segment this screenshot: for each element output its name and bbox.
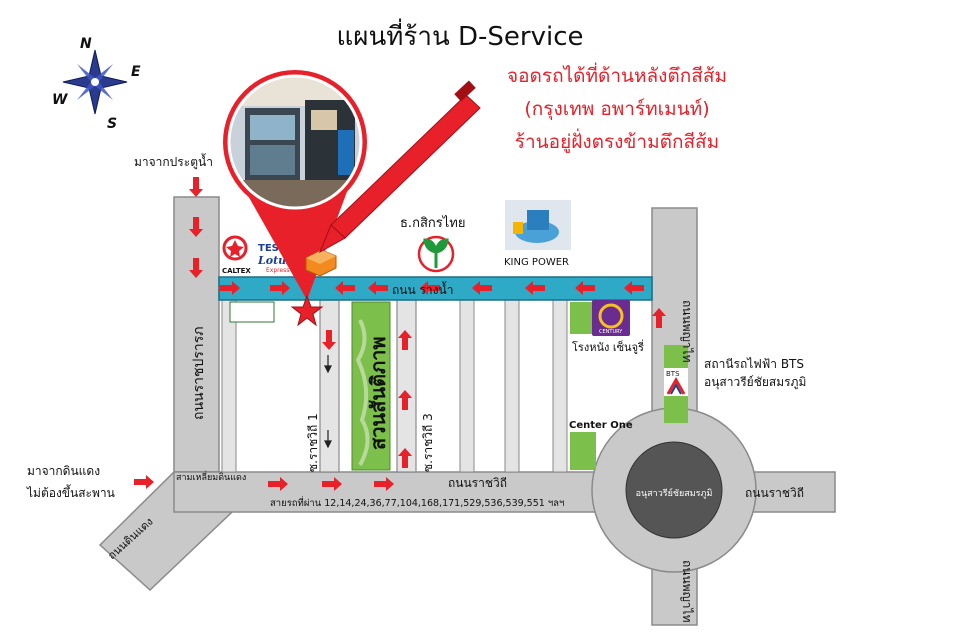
direction-arrow-icon <box>398 448 412 468</box>
direction-arrows <box>134 177 666 491</box>
direction-arrow-icon <box>368 281 388 295</box>
din-daeng-junction-label: สามเหลี่ยมดินแดง <box>176 470 246 483</box>
cinema-label: โรงหนัง เซ็นจูรี่ <box>572 339 644 354</box>
bts-station-line1: สถานีรถไฟฟ้า BTS <box>704 357 804 371</box>
express-label: Express <box>266 267 289 274</box>
monument-center <box>625 441 723 539</box>
page-title: แผนที่ร้าน D-Service <box>337 18 584 52</box>
ratchawithi-label-right: ถนนราชวิถี <box>745 486 804 500</box>
kasikorn-logo <box>417 235 455 273</box>
roads-layer <box>98 196 836 626</box>
bts-station-line2: อนุสาวรีย์ชัยสมรภูมิ <box>704 375 806 390</box>
monument-label: อนุสาวรีย์ชัยสมรภูมิ <box>636 487 713 499</box>
soi-1-label: ซ.ราชวิถี 1 <box>306 413 320 472</box>
din-daeng-block <box>229 301 275 323</box>
side-soi-1 <box>221 299 237 473</box>
soi-ratchawithi-1-road <box>319 299 340 473</box>
bus-lines-label: สายรถที่ผ่าน 12,14,24,36,77,104,168,171,… <box>270 496 564 509</box>
parking-note-line1: จอดรถได้ที่ด้านหลังตึกสีส้ม <box>507 62 727 87</box>
soi-3-label: ซ.ราชวิถี 3 <box>421 413 435 472</box>
compass-e: E <box>131 64 141 80</box>
direction-arrow-icon <box>652 308 666 328</box>
king-power-label: KING POWER <box>504 257 569 268</box>
park-area <box>351 301 391 471</box>
side-soi-3 <box>504 299 520 473</box>
direction-arrow-icon <box>220 281 240 295</box>
parking-note-line2: (กรุงเทพ อพาร์ทเมนท์) <box>524 98 709 121</box>
bts-logo: BTS <box>664 368 688 396</box>
direction-arrow-icon <box>189 177 203 197</box>
compass-n: N <box>80 36 92 52</box>
orange-building-icon <box>305 249 337 277</box>
direction-arrow-icon <box>525 281 545 295</box>
soi-arrows <box>324 355 332 449</box>
kasikorn-label: ธ.กสิกรไทย <box>400 215 465 231</box>
cinema-block <box>570 302 596 334</box>
location-star-icon <box>290 294 324 327</box>
phayathai-label: ถนนพญาไท <box>680 300 694 363</box>
direction-arrow-icon <box>374 477 394 491</box>
rang-nam-label: ถนน รางน้ำ <box>392 281 453 297</box>
ratchawithi-road-left <box>173 471 615 513</box>
compass-w: W <box>52 92 68 108</box>
from-din-daeng-line1: มาจากดินแดง <box>27 464 100 478</box>
century-logo: CENTURY <box>592 300 630 336</box>
soi-ratchawithi-3-road <box>396 299 417 473</box>
center-one-block <box>570 432 596 470</box>
direction-arrow-icon <box>575 281 595 295</box>
direction-arrow-icon <box>270 281 290 295</box>
from-pratunam-label: มาจากประตูน้ำ <box>134 153 213 170</box>
tesco-label: TESCO <box>258 243 295 254</box>
parking-note-line3: ร้านอยู่ฝั่งตรงข้ามตึกสีส้ม <box>515 128 719 153</box>
direction-arrow-icon <box>472 281 492 295</box>
direction-arrow-icon <box>268 477 288 491</box>
direction-arrow-icon <box>189 217 203 237</box>
direction-arrow-icon <box>398 390 412 410</box>
bts-logo-label: BTS <box>666 370 680 378</box>
compass-rose-icon <box>62 49 128 115</box>
century-logo-label: CENTURY <box>599 329 623 335</box>
caltex-logo <box>222 235 248 261</box>
compass-s: S <box>107 116 117 132</box>
direction-arrow-icon <box>322 330 336 350</box>
ratchaprarop-label: ถนนราชปรารภ <box>191 326 207 420</box>
park-label: สวนสันติภาพ <box>366 336 390 450</box>
direction-arrow-icon <box>322 477 342 491</box>
map-pin-callout <box>223 70 367 300</box>
center-one-label: Center One <box>569 420 633 431</box>
direction-arrow-icon <box>134 475 154 489</box>
pointer-arrow <box>318 80 481 254</box>
direction-arrow-icon <box>420 281 440 295</box>
direction-arrow-icon <box>398 330 412 350</box>
direction-arrow-icon <box>624 281 644 295</box>
direction-arrow-icon <box>189 258 203 278</box>
ratchaprarop-road <box>173 196 220 473</box>
caltex-label: CALTEX <box>222 267 251 275</box>
from-din-daeng-line2: ไม่ต้องขึ้นสะพาน <box>26 484 115 500</box>
ratchawithi-label-left: ถนนราชวิถี <box>448 476 507 490</box>
direction-arrow-icon <box>335 281 355 295</box>
side-soi-4 <box>552 299 568 473</box>
side-soi-2 <box>459 299 475 473</box>
king-power-logo <box>505 200 571 250</box>
phayathai-south-label: ถนนพญาไท <box>680 560 694 623</box>
